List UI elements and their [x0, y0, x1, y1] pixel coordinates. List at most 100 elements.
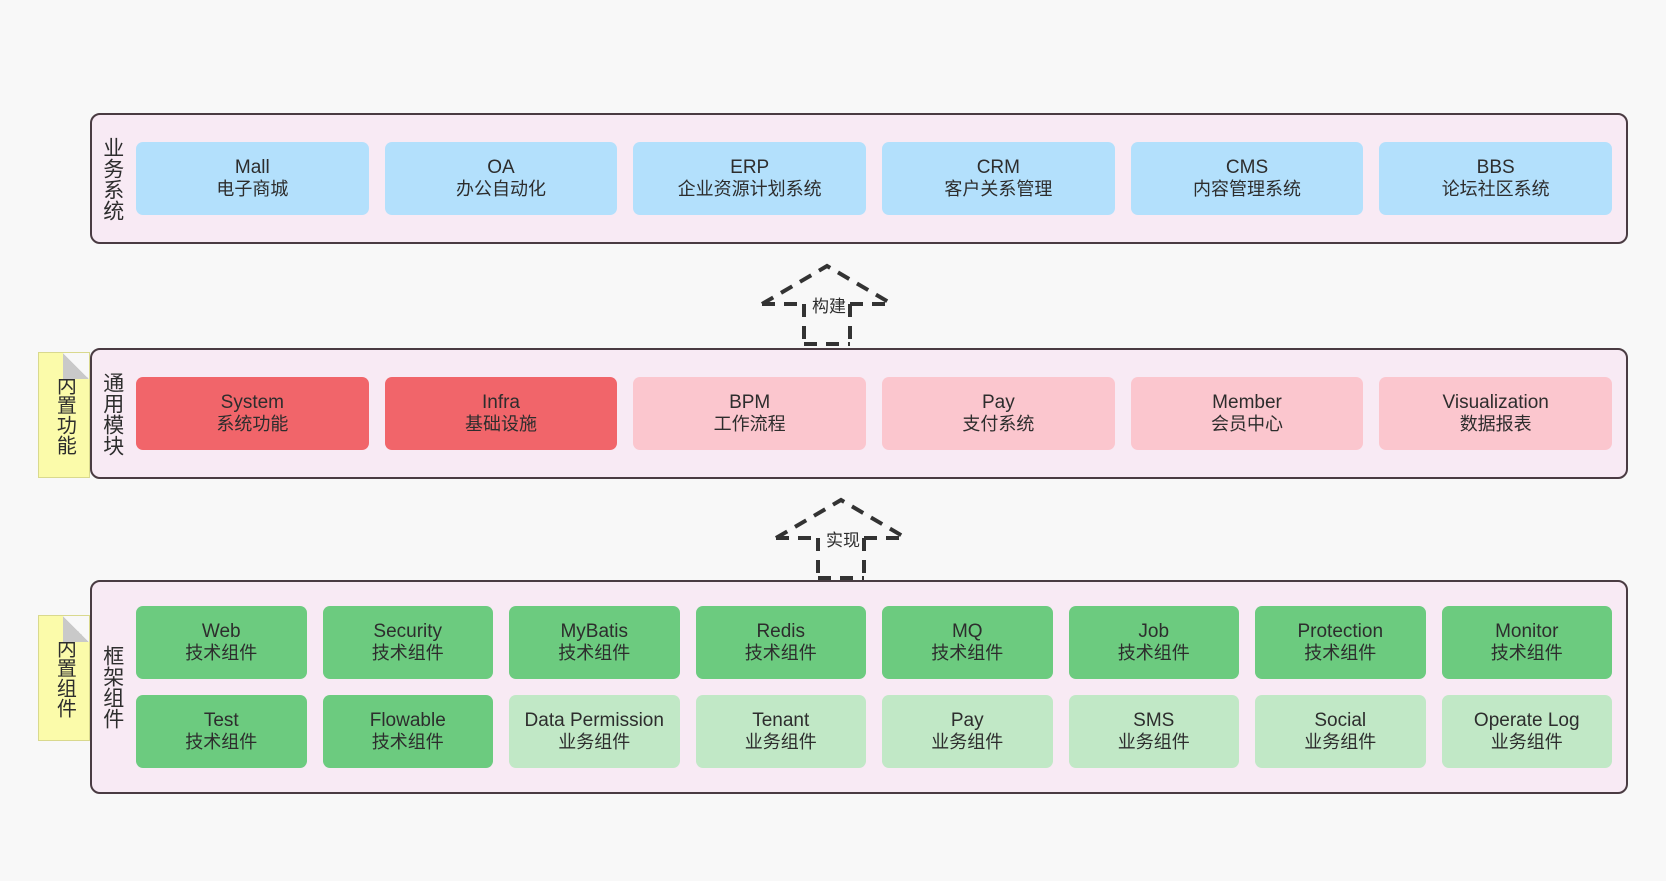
- node-title: CRM: [976, 156, 1020, 178]
- node-pay-component[interactable]: Pay 业务组件: [882, 695, 1053, 768]
- node-data-permission[interactable]: Data Permission 业务组件: [509, 695, 680, 768]
- node-row-technical: Web 技术组件 Security 技术组件 MyBatis 技术组件 Redi…: [136, 606, 1612, 679]
- layer-body-common-modules: System 系统功能 Infra 基础设施 BPM 工作流程 Pay 支付系统…: [132, 350, 1626, 477]
- node-mybatis[interactable]: MyBatis 技术组件: [509, 606, 680, 679]
- node-title: CMS: [1225, 156, 1269, 178]
- layer-body-framework-components: Web 技术组件 Security 技术组件 MyBatis 技术组件 Redi…: [132, 582, 1626, 792]
- node-subtitle: 技术组件: [1117, 643, 1190, 664]
- node-subtitle: 技术组件: [744, 643, 817, 664]
- node-subtitle: 业务组件: [1117, 732, 1190, 753]
- node-subtitle: 技术组件: [185, 732, 258, 753]
- node-social[interactable]: Social 业务组件: [1255, 695, 1426, 768]
- node-row: System 系统功能 Infra 基础设施 BPM 工作流程 Pay 支付系统…: [136, 377, 1613, 450]
- node-subtitle: 业务组件: [931, 732, 1004, 753]
- node-title: Operate Log: [1473, 709, 1580, 731]
- node-system[interactable]: System 系统功能: [136, 377, 369, 450]
- node-subtitle: 工作流程: [713, 414, 786, 435]
- node-tenant[interactable]: Tenant 业务组件: [695, 695, 866, 768]
- note-builtin-components: 内置组件: [38, 615, 90, 741]
- node-title: OA: [487, 156, 515, 178]
- node-subtitle: 业务组件: [744, 732, 817, 753]
- node-title: Mall: [234, 156, 270, 178]
- node-subtitle: 内容管理系统: [1193, 179, 1302, 200]
- node-title: Redis: [756, 620, 806, 642]
- node-subtitle: 业务组件: [1304, 732, 1377, 753]
- node-oa[interactable]: OA 办公自动化: [384, 142, 618, 215]
- node-subtitle: 技术组件: [558, 643, 631, 664]
- node-cms[interactable]: CMS 内容管理系统: [1130, 142, 1364, 215]
- layer-common-modules: 通用模块 System 系统功能 Infra 基础设施 BPM 工作流程 Pay…: [90, 348, 1628, 479]
- node-job[interactable]: Job 技术组件: [1068, 606, 1239, 679]
- node-subtitle: 技术组件: [371, 732, 444, 753]
- node-subtitle: 业务组件: [558, 732, 631, 753]
- node-subtitle: 数据报表: [1459, 414, 1532, 435]
- node-subtitle: 支付系统: [962, 414, 1035, 435]
- node-title: Flowable: [369, 709, 446, 731]
- node-erp[interactable]: ERP 企业资源计划系统: [633, 142, 867, 215]
- node-protection[interactable]: Protection 技术组件: [1255, 606, 1426, 679]
- layer-title-framework-components: 框架组件: [100, 645, 124, 729]
- layer-title-business-systems: 业务系统: [100, 136, 124, 221]
- node-monitor[interactable]: Monitor 技术组件: [1441, 606, 1612, 679]
- node-title: Infra: [481, 391, 521, 413]
- node-subtitle: 技术组件: [185, 643, 258, 664]
- node-title: Web: [201, 620, 241, 642]
- node-sms[interactable]: SMS 业务组件: [1068, 695, 1239, 768]
- node-title: SMS: [1133, 709, 1175, 731]
- layer-title-common-modules: 通用模块: [100, 371, 124, 456]
- node-title: Social: [1314, 709, 1367, 731]
- node-title: ERP: [730, 156, 770, 178]
- node-subtitle: 电子商城: [216, 179, 289, 200]
- node-title: Visualization: [1442, 391, 1549, 413]
- node-row-business: Test 技术组件 Flowable 技术组件 Data Permission …: [136, 695, 1612, 768]
- node-test[interactable]: Test 技术组件: [136, 695, 307, 768]
- node-subtitle: 客户关系管理: [944, 179, 1053, 200]
- node-title: Job: [1138, 620, 1170, 642]
- node-title: MyBatis: [560, 620, 629, 642]
- node-title: Tenant: [752, 709, 810, 731]
- node-flowable[interactable]: Flowable 技术组件: [322, 695, 493, 768]
- node-security[interactable]: Security 技术组件: [322, 606, 493, 679]
- node-bpm[interactable]: BPM 工作流程: [633, 377, 867, 450]
- node-subtitle: 企业资源计划系统: [677, 179, 822, 200]
- node-subtitle: 业务组件: [1490, 732, 1563, 753]
- node-subtitle: 技术组件: [1304, 643, 1377, 664]
- node-subtitle: 系统功能: [216, 414, 289, 435]
- node-subtitle: 论坛社区系统: [1441, 179, 1550, 200]
- node-subtitle: 技术组件: [1490, 643, 1563, 664]
- node-title: MQ: [951, 620, 983, 642]
- node-title: Pay: [950, 709, 984, 731]
- node-bbs[interactable]: BBS 论坛社区系统: [1379, 142, 1613, 215]
- node-pay-module[interactable]: Pay 支付系统: [882, 377, 1115, 450]
- node-title: Member: [1212, 391, 1282, 413]
- node-member[interactable]: Member 会员中心: [1130, 377, 1364, 450]
- layer-business-systems: 业务系统 Mall 电子商城 OA 办公自动化 ERP 企业资源计划系统 CRM…: [90, 113, 1628, 244]
- node-row: Mall 电子商城 OA 办公自动化 ERP 企业资源计划系统 CRM 客户关系…: [136, 142, 1613, 215]
- node-title: Monitor: [1495, 620, 1559, 642]
- node-subtitle: 技术组件: [931, 643, 1004, 664]
- node-infra[interactable]: Infra 基础设施: [384, 377, 618, 450]
- node-subtitle: 会员中心: [1211, 414, 1284, 435]
- node-title: BPM: [729, 391, 771, 413]
- connector-implement-label: 实现: [826, 531, 860, 550]
- node-operate-log[interactable]: Operate Log 业务组件: [1441, 695, 1612, 768]
- node-visualization[interactable]: Visualization 数据报表: [1379, 377, 1613, 450]
- node-title: Security: [373, 620, 443, 642]
- note-label: 内置组件: [53, 638, 76, 718]
- note-builtin-features: 内置功能: [38, 352, 90, 478]
- node-mall[interactable]: Mall 电子商城: [136, 142, 369, 215]
- node-title: System: [220, 391, 285, 413]
- node-subtitle: 办公自动化: [456, 179, 546, 200]
- connector-build-label: 构建: [812, 297, 846, 316]
- node-title: Data Permission: [524, 709, 664, 731]
- node-subtitle: 基础设施: [465, 414, 537, 435]
- node-mq[interactable]: MQ 技术组件: [882, 606, 1053, 679]
- node-title: BBS: [1476, 156, 1515, 178]
- node-web[interactable]: Web 技术组件: [136, 606, 307, 679]
- node-title: Test: [203, 709, 239, 731]
- node-title: Pay: [981, 391, 1015, 413]
- node-crm[interactable]: CRM 客户关系管理: [882, 142, 1115, 215]
- node-redis[interactable]: Redis 技术组件: [695, 606, 866, 679]
- note-label: 内置功能: [53, 375, 76, 455]
